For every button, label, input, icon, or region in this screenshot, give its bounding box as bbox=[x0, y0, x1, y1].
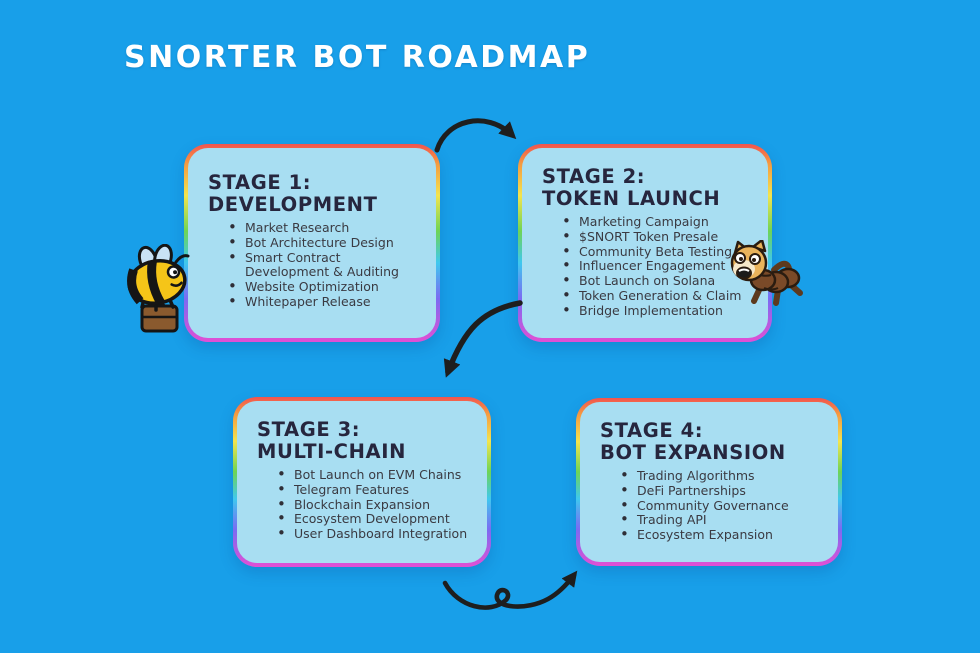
stage-4-title-line2: BOT EXPANSION bbox=[600, 440, 786, 464]
stage-4-card-body: STAGE 4: BOT EXPANSION Trading Algorithm… bbox=[580, 402, 838, 562]
arrow-stage1-to-stage2-icon bbox=[434, 118, 517, 153]
stage-1-title-line2: DEVELOPMENT bbox=[208, 192, 378, 216]
stage-2-item: Bridge Implementation bbox=[560, 303, 758, 319]
stage-4-title: STAGE 4: BOT EXPANSION bbox=[600, 420, 828, 463]
stage-1-item: Market Research bbox=[226, 220, 426, 236]
stage-4-item: Trading API bbox=[618, 512, 828, 528]
stage-2-title-line1: STAGE 2: bbox=[542, 165, 646, 188]
stage-3-item: Telegram Features bbox=[275, 482, 477, 498]
stage-2-item: Community Beta Testing bbox=[560, 244, 758, 260]
stage-4-item: DeFi Partnerships bbox=[618, 483, 828, 499]
bee-mascot-icon bbox=[127, 244, 190, 333]
stage-2-item: Marketing Campaign bbox=[560, 214, 758, 230]
stage-3-card-body: STAGE 3: MULTI-CHAIN Bot Launch on EVM C… bbox=[237, 401, 487, 563]
stage-2-item: Influencer Engagement bbox=[560, 258, 758, 274]
stage-3-list: Bot Launch on EVM Chains Telegram Featur… bbox=[257, 467, 477, 542]
stage-1-item: Bot Architecture Design bbox=[226, 235, 426, 251]
stage-1-title-line1: STAGE 1: bbox=[208, 171, 312, 194]
page-title: SNORTER BOT ROADMAP bbox=[124, 40, 591, 75]
stage-3-item: Ecosystem Development bbox=[275, 511, 477, 527]
stage-3-item: Bot Launch on EVM Chains bbox=[275, 467, 477, 483]
stage-1-item: Whitepaper Release bbox=[226, 294, 426, 310]
stage-2-item: $SNORT Token Presale bbox=[560, 229, 758, 245]
doge-mascot-icon bbox=[730, 240, 803, 306]
stage-2-card: STAGE 2: TOKEN LAUNCH Marketing Campaign… bbox=[518, 144, 772, 342]
stage-3-item: Blockchain Expansion bbox=[275, 497, 477, 513]
stage-3-title-line1: STAGE 3: bbox=[257, 418, 361, 441]
stage-4-item: Ecosystem Expansion bbox=[618, 527, 828, 543]
stage-1-card: STAGE 1: DEVELOPMENT Market Research Bot… bbox=[184, 144, 440, 342]
stage-1-item: Website Optimization bbox=[226, 279, 426, 295]
stage-4-list: Trading Algorithms DeFi Partnerships Com… bbox=[600, 468, 828, 543]
stage-3-title: STAGE 3: MULTI-CHAIN bbox=[257, 419, 477, 462]
stage-2-list: Marketing Campaign $SNORT Token Presale … bbox=[542, 214, 758, 319]
arrow-stage2-to-stage3-icon bbox=[443, 300, 523, 378]
stage-4-title-line1: STAGE 4: bbox=[600, 419, 704, 442]
stage-1-card-body: STAGE 1: DEVELOPMENT Market Research Bot… bbox=[188, 148, 436, 338]
stage-2-item: Token Generation & Claim bbox=[560, 288, 758, 304]
stage-1-list: Market Research Bot Architecture Design … bbox=[208, 220, 426, 310]
stage-1-item: Smart Contract Development & Auditing bbox=[226, 250, 426, 281]
stage-4-card: STAGE 4: BOT EXPANSION Trading Algorithm… bbox=[576, 398, 842, 566]
stage-1-title: STAGE 1: DEVELOPMENT bbox=[208, 172, 426, 215]
stage-3-item: User Dashboard Integration bbox=[275, 526, 477, 542]
stage-3-title-line2: MULTI-CHAIN bbox=[257, 439, 406, 463]
stage-4-item: Trading Algorithms bbox=[618, 468, 828, 484]
stage-2-card-body: STAGE 2: TOKEN LAUNCH Marketing Campaign… bbox=[522, 148, 768, 338]
stage-2-title-line2: TOKEN LAUNCH bbox=[542, 186, 721, 210]
stage-2-item: Bot Launch on Solana bbox=[560, 273, 758, 289]
stage-3-card: STAGE 3: MULTI-CHAIN Bot Launch on EVM C… bbox=[233, 397, 491, 567]
stage-4-item: Community Governance bbox=[618, 498, 828, 514]
arrow-stage3-to-stage4-icon bbox=[442, 570, 578, 610]
stage-2-title: STAGE 2: TOKEN LAUNCH bbox=[542, 166, 758, 209]
